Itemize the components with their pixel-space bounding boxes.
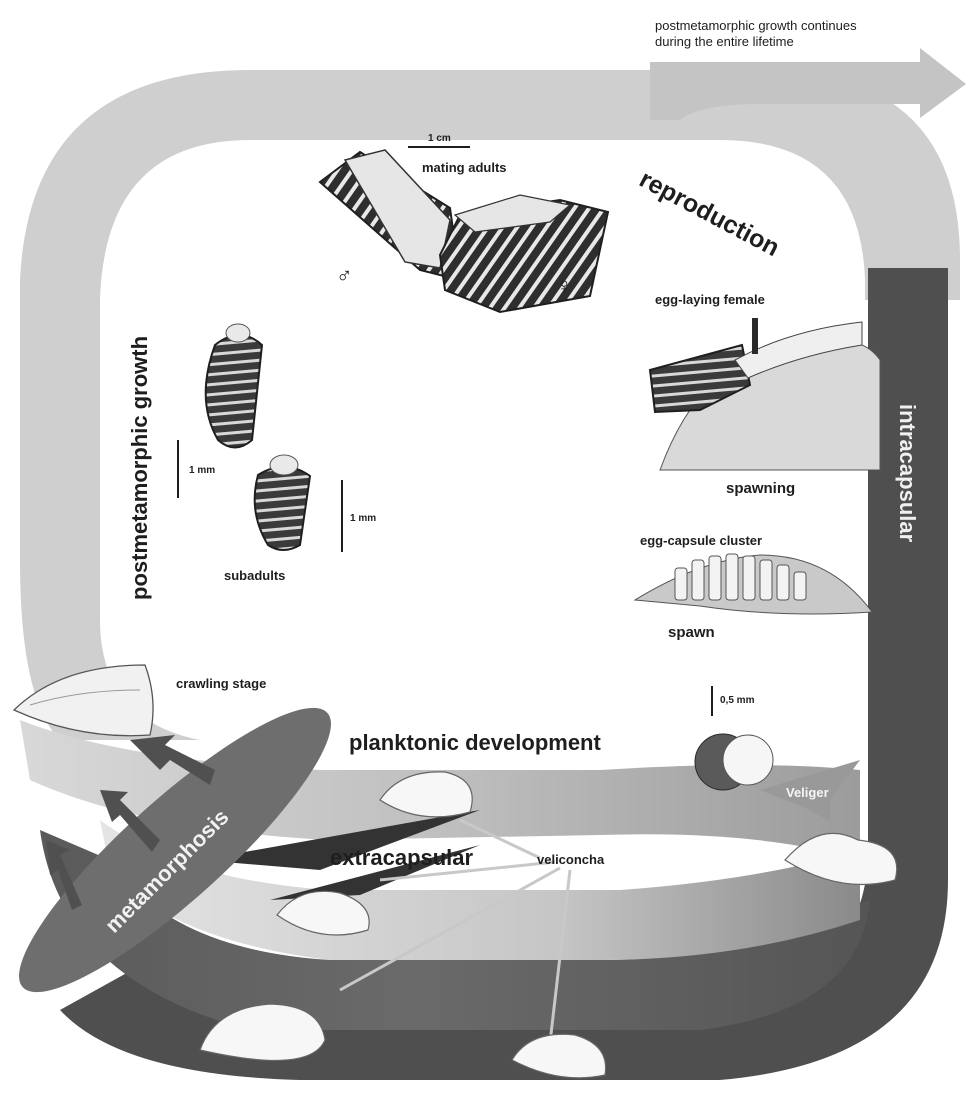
planktonic-development-label: planktonic development — [349, 730, 601, 756]
egg-capsule-cluster-illustration — [635, 554, 872, 614]
scale-label-subadult-large: 1 mm — [189, 465, 215, 476]
extracapsular-label: extracapsular — [330, 845, 473, 871]
postmetamorphic-growth-label: postmetamorphic growth — [127, 336, 153, 600]
egg-capsule-cluster-label: egg-capsule cluster — [640, 533, 762, 548]
scale-label-egg: 0,5 mm — [720, 695, 754, 706]
spawning-label: spawning — [726, 480, 795, 497]
crawling-stage-label: crawling stage — [176, 676, 266, 691]
subadult-small-illustration — [255, 455, 310, 550]
male-symbol: ♂ — [336, 263, 353, 289]
veliger-label: Veliger — [786, 785, 829, 800]
scale-label-mating: 1 cm — [428, 133, 451, 144]
female-symbol: ♀ — [556, 273, 573, 299]
subadult-large-illustration — [206, 324, 262, 448]
intracapsular-label: intracapsular — [894, 404, 920, 542]
scale-label-subadult-small: 1 mm — [350, 513, 376, 524]
spawn-label: spawn — [668, 624, 715, 641]
mating-adults-label: mating adults — [422, 160, 507, 175]
subadults-label: subadults — [224, 568, 285, 583]
veliconcha-label: veliconcha — [537, 852, 604, 867]
growth-continues-line2: during the entire lifetime — [655, 34, 794, 49]
egg-capsule-opened-illustration — [695, 734, 773, 790]
growth-continues-line1: postmetamorphic growth continues — [655, 18, 857, 33]
egg-laying-female-illustration — [650, 318, 880, 470]
egg-laying-female-label: egg-laying female — [655, 292, 765, 307]
